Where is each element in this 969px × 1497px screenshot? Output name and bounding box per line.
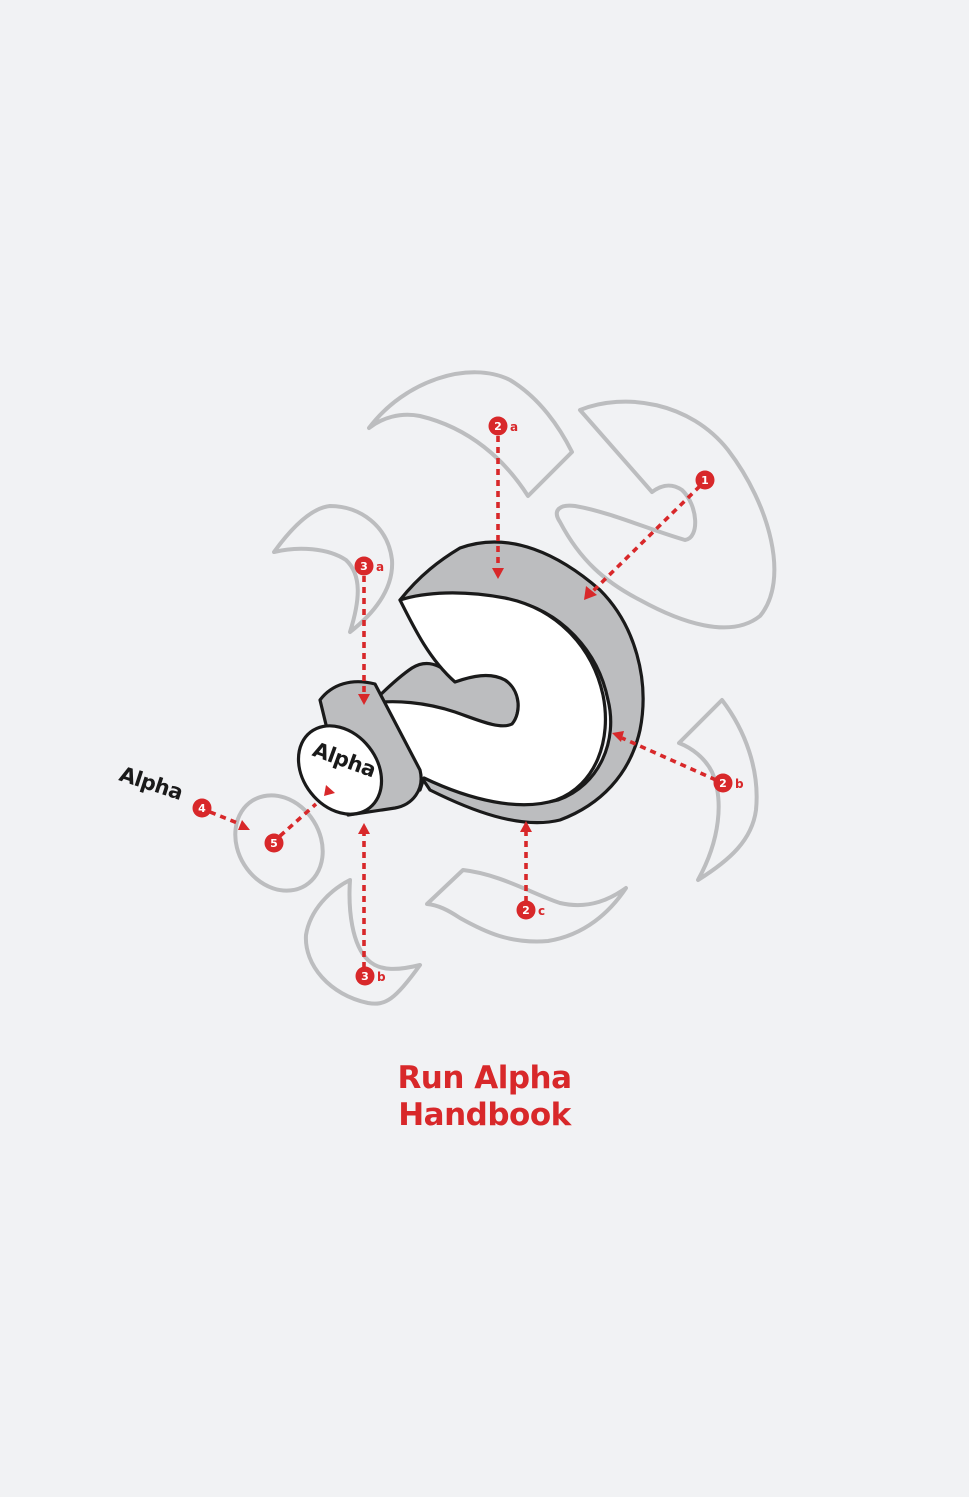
leader-5 — [278, 802, 318, 838]
callout-1: 1 — [695, 470, 715, 490]
ghost-piece-bowl — [554, 399, 777, 630]
svg-text:a: a — [510, 420, 518, 434]
solid-question-mark: Alpha — [296, 540, 645, 825]
svg-text:3: 3 — [361, 970, 369, 983]
arrowhead-4 — [238, 820, 250, 830]
svg-text:2: 2 — [719, 777, 727, 790]
arrowhead-2b — [612, 731, 624, 742]
svg-text:3: 3 — [360, 560, 368, 573]
callout-3a: 3 a — [354, 556, 384, 576]
svg-text:4: 4 — [198, 802, 206, 815]
svg-text:a: a — [376, 560, 384, 574]
callout-4: 4 — [192, 798, 212, 818]
arrowhead-2c — [520, 821, 532, 832]
callout-3b: 3 b — [355, 966, 386, 986]
svg-text:2: 2 — [494, 420, 502, 433]
callout-5: 5 — [264, 833, 284, 853]
arrowhead-2a — [492, 568, 504, 579]
arrowhead-5 — [324, 785, 335, 796]
question-mark-side — [398, 540, 645, 825]
svg-text:b: b — [377, 970, 386, 984]
ghost-piece-bottom-hook — [303, 878, 422, 1006]
svg-text:5: 5 — [270, 837, 278, 850]
ghost-piece-dot — [233, 793, 325, 893]
arrowhead-1 — [584, 586, 597, 600]
cover-title-line-1: Run Alpha — [397, 1060, 572, 1096]
dot-face — [296, 724, 384, 816]
arrowhead-3b — [358, 823, 370, 834]
svg-text:c: c — [538, 904, 545, 918]
leader-lines — [209, 436, 717, 968]
cover-title: Run Alpha Handbook — [0, 1060, 969, 1134]
callout-2a: 2 a — [488, 416, 518, 436]
ghost-piece-right-sliver — [677, 698, 759, 882]
leader-1 — [590, 484, 702, 594]
svg-text:b: b — [735, 777, 744, 791]
cover-title-line-2: Handbook — [398, 1097, 571, 1133]
floating-alpha-label: Alpha — [116, 762, 185, 805]
ghost-pieces — [233, 370, 777, 1006]
ghost-piece-bottom-wave — [425, 868, 628, 944]
callout-2b: 2 b — [713, 773, 744, 793]
callout-badges: 1 2 a 2 b 2 c 3 a 3 b 4 — [192, 416, 744, 986]
leader-4 — [209, 810, 241, 826]
svg-text:1: 1 — [701, 474, 709, 487]
svg-text:2: 2 — [522, 904, 530, 917]
ghost-piece-top-arc — [367, 370, 574, 498]
callout-2c: 2 c — [516, 900, 545, 920]
ghost-piece-left-hook — [272, 504, 395, 634]
arrowhead-3a — [358, 694, 370, 705]
